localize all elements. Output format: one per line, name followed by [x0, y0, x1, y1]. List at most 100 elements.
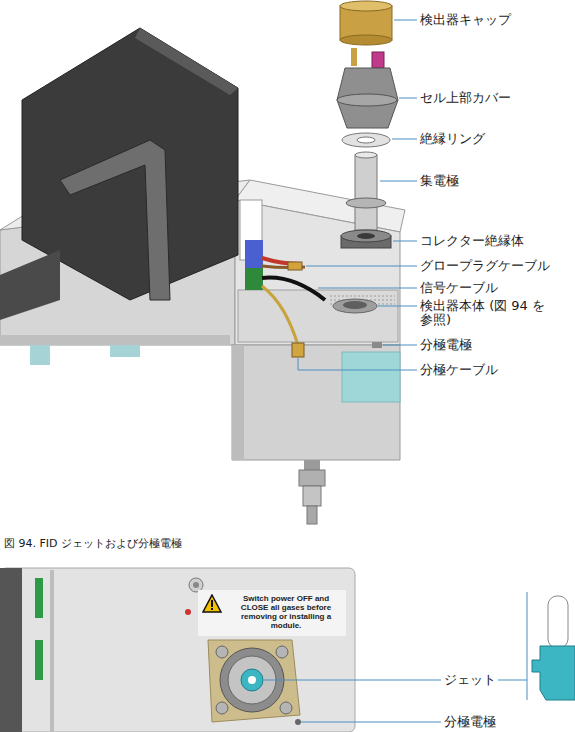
- jet-mount: [208, 640, 300, 722]
- jet-inset: [527, 592, 528, 700]
- cables: [288, 262, 302, 270]
- cables: [262, 258, 325, 357]
- part-label: 集電極: [420, 174, 459, 188]
- detector-cap: [340, 35, 392, 45]
- cell-top-cover: [337, 48, 398, 128]
- part-label: 信号ケーブル: [420, 281, 498, 295]
- tilted-lid: [135, 28, 238, 95]
- tilted-lid: [60, 140, 170, 300]
- leader-line: [498, 680, 527, 681]
- jet-mount: [276, 646, 288, 658]
- detector-body: [372, 342, 382, 348]
- module-panel: [185, 609, 191, 615]
- leader-line: [399, 98, 417, 99]
- module-panel: [35, 578, 43, 618]
- gc-housing: [0, 335, 230, 345]
- jet-mount: [208, 640, 301, 725]
- leader-line: [394, 20, 417, 21]
- part-label: 検出器キャップ: [420, 13, 511, 27]
- jet-mount: [241, 669, 263, 691]
- part-label: コレクター絶縁体: [420, 234, 524, 248]
- part-label: ジェット: [444, 673, 496, 687]
- warning-icon: [202, 594, 224, 614]
- warning-mark: [211, 600, 213, 607]
- insulation-ring: [357, 137, 375, 143]
- gc-housing: [238, 290, 398, 342]
- gc-housing: [342, 352, 400, 402]
- cell-top-cover: [351, 48, 357, 66]
- tilted-lid: [0, 28, 238, 320]
- insulation-ring: [342, 133, 390, 147]
- detector-body: [343, 301, 367, 309]
- vent-grille: [330, 296, 395, 297]
- electronics: [245, 268, 263, 290]
- part-label: セル上部カバー: [420, 91, 511, 105]
- gc-housing: [30, 345, 50, 365]
- part-label: 分極電極: [420, 338, 472, 352]
- jet-inset: [527, 592, 575, 700]
- cell-top-cover: [372, 52, 384, 68]
- leader-line: [383, 345, 417, 346]
- leader-line: [306, 266, 417, 267]
- detector-body: [333, 299, 382, 348]
- detector-cap: [340, 1, 392, 11]
- module-panel: [193, 582, 199, 588]
- jet-mount: [216, 646, 228, 658]
- leader-line: [380, 181, 417, 182]
- electronics: [245, 240, 263, 268]
- leader-line: [298, 20, 417, 370]
- leader-line: [393, 241, 417, 242]
- leader-line: [301, 722, 441, 723]
- bottom-fitting: [304, 460, 320, 470]
- part-label: 分極ケーブル: [420, 363, 498, 377]
- module-panel: [0, 568, 355, 732]
- warning-triangle: [203, 595, 221, 612]
- jet-mount: [216, 702, 228, 714]
- part-label: 分極電極: [444, 715, 496, 729]
- gc-housing: [232, 345, 400, 460]
- warning-text: Switch power OFF and CLOSE all gases bef…: [226, 590, 346, 634]
- collector-insulator: [357, 233, 375, 239]
- collector: [346, 152, 386, 230]
- leader-line: [318, 288, 417, 289]
- detector-cap: [340, 1, 392, 45]
- part-label: 絶縁リング: [420, 132, 485, 146]
- part-label: グロープラグケーブル: [420, 259, 550, 273]
- figure-caption: 図 94. FID ジェットおよび分極電極: [4, 537, 182, 550]
- jet-mount: [280, 702, 292, 714]
- gc-housing: [0, 400, 50, 480]
- bottom-fitting: [303, 486, 321, 506]
- cables: [262, 286, 298, 345]
- bottom-fitting: [307, 506, 317, 524]
- jet-inset: [532, 646, 575, 700]
- detector-body: [333, 299, 377, 313]
- leader-line: [298, 358, 417, 370]
- electronics: [240, 200, 263, 290]
- bottom-fitting: [299, 470, 325, 486]
- leader-line: [378, 306, 417, 307]
- collector: [355, 155, 377, 230]
- jet-mount: [248, 676, 256, 684]
- gc-housing: [110, 345, 140, 357]
- insulation-ring: [342, 133, 390, 147]
- module-panel: [35, 640, 43, 680]
- bottom-fitting: [299, 460, 325, 524]
- collector-insulator: [341, 230, 391, 242]
- warning-mark: [211, 608, 213, 610]
- warning-label: Switch power OFF and CLOSE all gases bef…: [198, 590, 346, 636]
- jet-inset: [548, 596, 568, 648]
- module-panel: [0, 568, 22, 732]
- cell-top-cover: [337, 68, 398, 128]
- leader-line: [264, 680, 441, 681]
- module-panel: [0, 568, 355, 732]
- tilted-lid: [0, 250, 60, 320]
- cables: [292, 343, 304, 357]
- collector: [346, 198, 386, 208]
- jet-mount: [295, 719, 301, 725]
- module-panel: [50, 570, 54, 732]
- collector-insulator: [341, 230, 391, 248]
- collector: [355, 152, 377, 158]
- gc-housing: [232, 345, 244, 460]
- part-label: 検出器本体 (図 94 を参照): [420, 299, 555, 327]
